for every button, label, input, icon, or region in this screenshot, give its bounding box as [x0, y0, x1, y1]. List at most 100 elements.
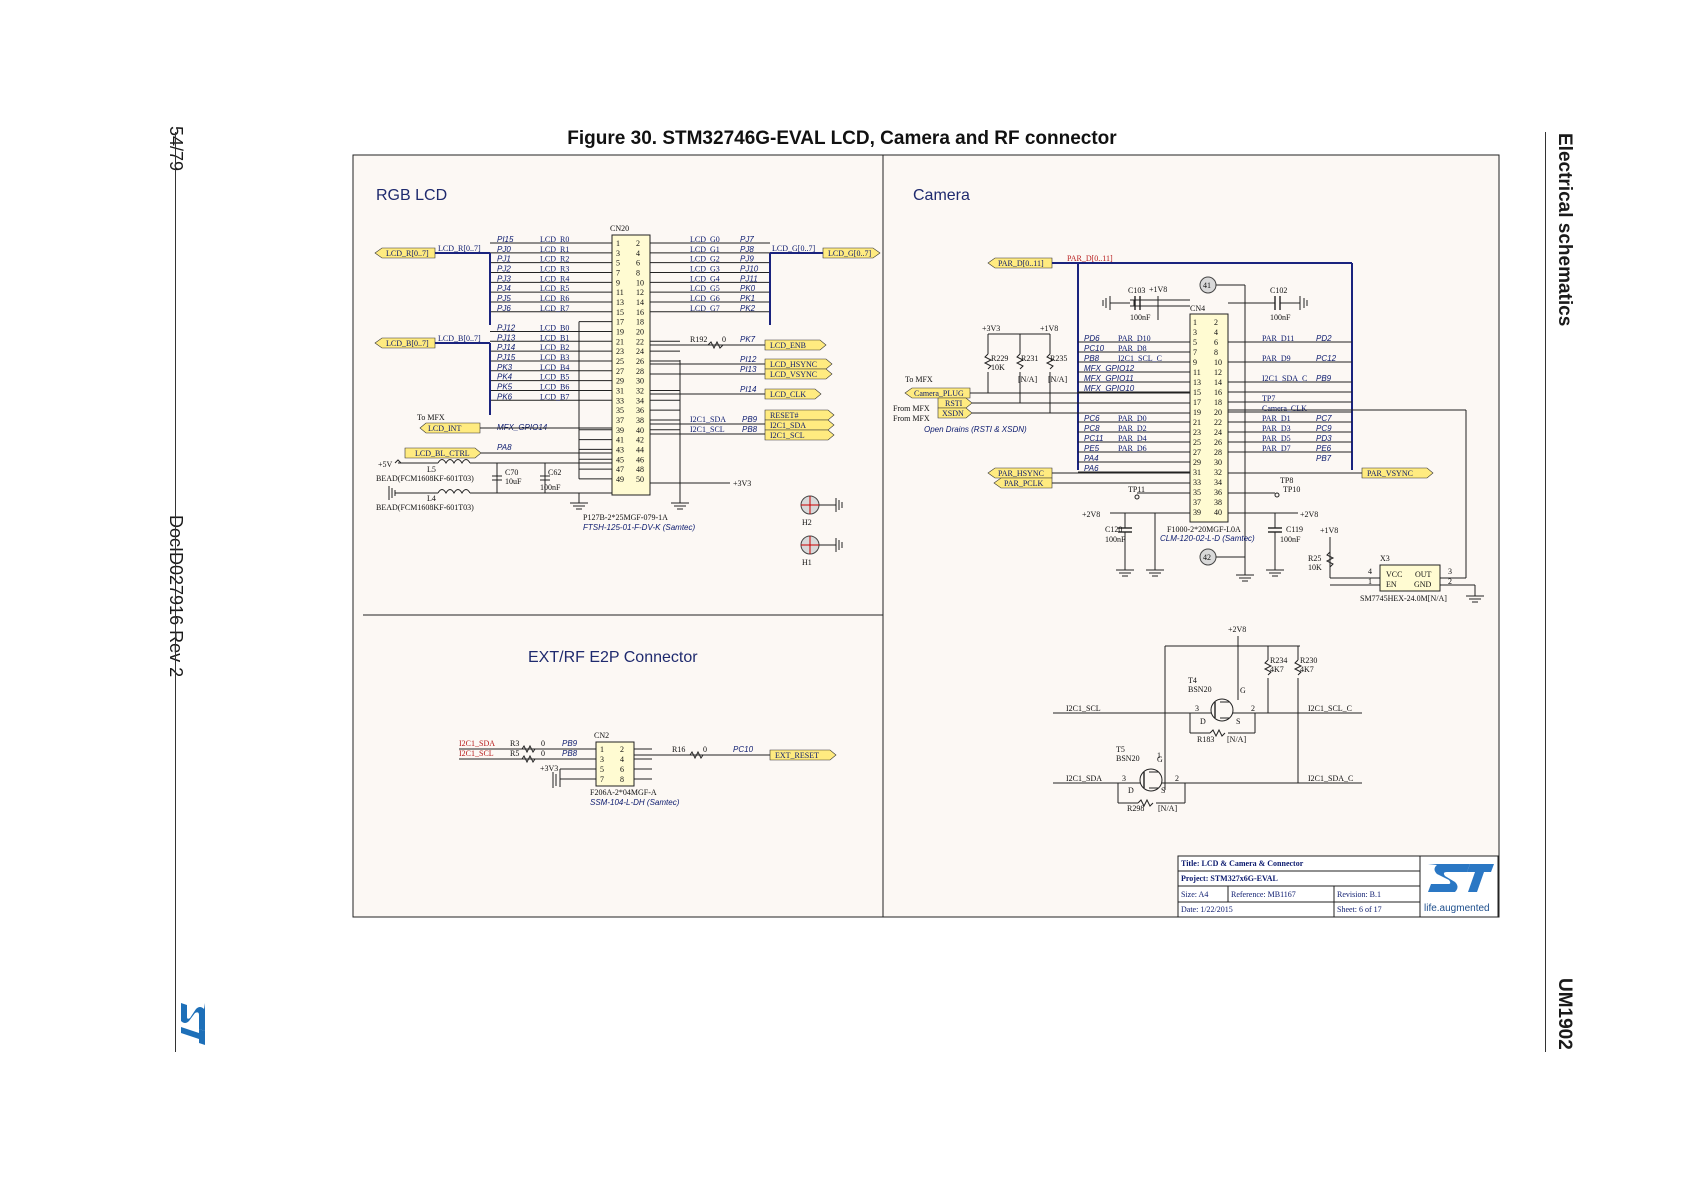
cam-1v8-label: +1V8	[1040, 324, 1058, 333]
cn20-pin-21: 21	[616, 337, 624, 346]
t5-label: T5	[1116, 745, 1125, 754]
i2c1-scl-c-label: I2C1_SCL_C	[1308, 704, 1352, 713]
cam-rport2-PB7: PB7	[1316, 454, 1332, 463]
cn4-pin-11: 11	[1193, 368, 1201, 377]
figure-title: Figure 30. STM32746G-EVAL LCD, Camera an…	[567, 128, 1117, 149]
osc-out: OUT	[1415, 570, 1432, 579]
cn20-pin-30: 30	[636, 377, 644, 386]
osc-part: SM7745HEX-24.0M[N/A]	[1360, 594, 1447, 603]
cam-2v8-left: +2V8	[1082, 510, 1100, 519]
cn20-pin-11: 11	[616, 288, 624, 297]
r230-value: 4K7	[1300, 665, 1314, 674]
cn4-pin-5: 5	[1193, 338, 1197, 347]
port-PJ13: PJ13	[497, 333, 516, 342]
cn4-pin-35: 35	[1193, 488, 1201, 497]
t5-body	[1139, 768, 1163, 792]
bus-b-label: LCD_B[0..7]	[386, 339, 429, 348]
cam-rnet-2: I2C1_SDA_C	[1262, 374, 1307, 383]
cn4-pin-8: 8	[1214, 348, 1218, 357]
cn20-pin-40: 40	[636, 426, 644, 435]
c62-label: C62	[548, 468, 561, 477]
osc-pin2: 2	[1448, 577, 1452, 586]
ext-reset-port: EXT_RESET	[769, 749, 837, 761]
net-LCD_G3: LCD_G3	[690, 264, 720, 273]
ext-3v3: +3V3	[540, 764, 558, 773]
svg-text:PAR_HSYNC: PAR_HSYNC	[998, 469, 1044, 478]
r5-value: 0	[541, 749, 545, 758]
cn20-pin-35: 35	[616, 406, 624, 415]
cn20-pin-19: 19	[616, 327, 624, 336]
cam-port-PC10: PC10	[1084, 344, 1105, 353]
c70-label: C70	[505, 468, 518, 477]
cam-port-PA4: PA4	[1084, 454, 1099, 463]
cn20-pin-25: 25	[616, 357, 624, 366]
cn2-part-samtec: SSM-104-L-DH (Samtec)	[590, 798, 680, 807]
net-LCD_G5: LCD_G5	[690, 284, 720, 293]
cn4-pin-14: 14	[1214, 378, 1222, 387]
cn4-pin-27: 27	[1193, 448, 1201, 457]
svg-text:41: 41	[1203, 281, 1211, 290]
cam-port-MFX_GPIO11: MFX_GPIO11	[1084, 374, 1134, 383]
cn4-pin-28: 28	[1214, 448, 1222, 457]
t4-part: BSN20	[1188, 685, 1212, 694]
i2c1-scl-net: I2C1_SCL	[690, 425, 725, 434]
rsti-port: RSTI	[937, 397, 973, 409]
r298-value: [N/A]	[1158, 804, 1177, 813]
svg-text:I2C1_SDA: I2C1_SDA	[770, 421, 806, 430]
cam-rnet2-1: PAR_D3	[1262, 424, 1291, 433]
plus1v8-top: +1V8	[1149, 285, 1167, 294]
x3-label: X3	[1380, 554, 1390, 563]
cn4-pin-10: 10	[1214, 358, 1222, 367]
cam-rport2-PE6: PE6	[1316, 444, 1332, 453]
cam-rnet-4: TP7	[1262, 394, 1275, 403]
ext-pc10: PC10	[733, 745, 754, 754]
tb-size: Size: A4	[1181, 890, 1208, 899]
cn20-part-samtec: FTSH-125-01-F-DV-K (Samtec)	[583, 523, 696, 532]
port-PJ10: PJ10	[740, 264, 759, 273]
port-PJ4: PJ4	[497, 284, 511, 293]
plus5v-label: +5V	[378, 460, 393, 469]
cn4-pin-15: 15	[1193, 388, 1201, 397]
port-PJ14: PJ14	[497, 343, 516, 352]
port-PJ3: PJ3	[497, 274, 511, 283]
net-LCD_G7: LCD_G7	[690, 304, 720, 313]
net-LCD_R7: LCD_R7	[540, 304, 569, 313]
cn20-pin-17: 17	[616, 318, 624, 327]
i2c1-sda-c-label: I2C1_SDA_C	[1308, 774, 1353, 783]
cam-rnet2-0: PAR_D1	[1262, 414, 1291, 423]
cn4-pin-9: 9	[1193, 358, 1197, 367]
cam-rnet-1: PAR_D9	[1262, 354, 1291, 363]
cn20-label: CN20	[610, 224, 629, 233]
cn4-pin-29: 29	[1193, 458, 1201, 467]
cn20-pin-32: 32	[636, 386, 644, 395]
t5-pin1: 1	[1157, 751, 1161, 760]
ground-cn4-right	[1236, 574, 1254, 582]
t4-label: T4	[1188, 676, 1197, 685]
net-LCD_G1: LCD_G1	[690, 245, 720, 254]
lcd-hsync-port: LCD_HSYNC	[764, 358, 833, 370]
heading-rgb-lcd: RGB LCD	[376, 187, 447, 204]
i2c1-sda-net: I2C1_SDA	[690, 415, 726, 424]
net-LCD_B6: LCD_B6	[540, 382, 569, 391]
cn20-pin-9: 9	[616, 278, 620, 287]
cn4-part-number: F1000-2*20MGF-L0A	[1167, 525, 1241, 534]
lcd-int-port: LCD_INT	[419, 422, 481, 434]
right-margin-rule	[1545, 132, 1546, 1052]
cam-port-PB8: PB8	[1084, 354, 1100, 363]
port-PK3: PK3	[497, 363, 513, 372]
cn20-pin-12: 12	[636, 288, 644, 297]
ground-c119	[1266, 569, 1284, 577]
pk7-label: PK7	[740, 335, 756, 344]
cn2-body	[595, 741, 635, 787]
t4-s: S	[1236, 717, 1240, 726]
port-PI15: PI15	[497, 235, 514, 244]
cam-net-PAR_D2: PAR_D2	[1118, 424, 1147, 433]
c103-value: 100nF	[1130, 313, 1151, 322]
cn2-pin-6: 6	[620, 765, 624, 774]
cn20-pin-44: 44	[636, 445, 644, 454]
ground-l4	[388, 486, 398, 500]
cam-rnet-0: PAR_D11	[1262, 334, 1294, 343]
cn4-pin-38: 38	[1214, 498, 1222, 507]
cn20-pin-46: 46	[636, 455, 644, 464]
